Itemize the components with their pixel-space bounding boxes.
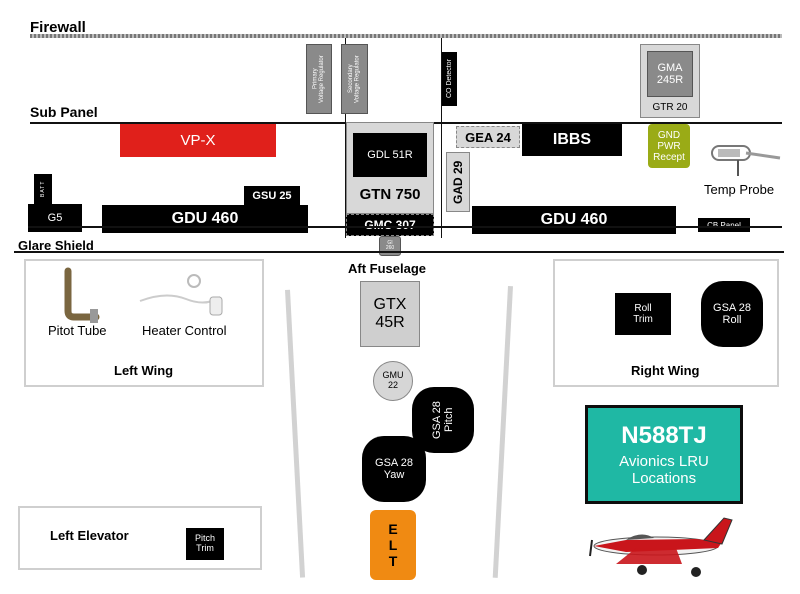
gsa-28-pitch: GSA 28 Pitch: [412, 387, 474, 453]
pitch-trim: Pitch Trim: [186, 528, 224, 560]
right-wing-panel: Roll Trim GSA 28 Roll Right Wing: [553, 259, 779, 387]
left-elevator-panel: Left Elevator Pitch Trim: [18, 506, 262, 570]
pitot-tube-icon: [64, 267, 100, 323]
gsu-25: GSU 25: [244, 186, 300, 206]
co-detector: CO Detector: [442, 52, 457, 106]
gdl-51r: GDL 51R: [353, 133, 427, 177]
gmu-22: GMU 22: [373, 361, 413, 401]
gdu-460-right: GDU 460: [472, 206, 676, 234]
glare-shield-label: Glare Shield: [18, 238, 94, 253]
vp-x-box: VP-X: [120, 124, 276, 157]
airplane-icon: [589, 517, 733, 577]
gtn-750-label: GTN 750: [359, 185, 421, 203]
title-subtitle: Avionics LRU Locations: [619, 453, 709, 487]
gma-245r: GMA 245R: [647, 51, 693, 97]
gi-260: GI 260: [379, 236, 401, 256]
heater-control-label: Heater Control: [142, 323, 227, 338]
glare-shield-lower-line: [14, 251, 784, 253]
gsa-28-yaw: GSA 28 Yaw: [362, 436, 426, 502]
ibbs: IBBS: [522, 124, 622, 156]
gea-24: GEA 24: [456, 126, 520, 148]
glare-shield-line: [28, 226, 782, 228]
divider-line-left: [345, 38, 346, 238]
heater-control-icon: [139, 274, 223, 316]
gmc-307: GMC 307: [346, 214, 434, 236]
left-wing-label: Left Wing: [114, 363, 174, 378]
temp-probe-icon: [711, 145, 781, 176]
gsa-28-roll: GSA 28 Roll: [701, 281, 763, 347]
left-wing-panel: Pitot Tube Heater Control Left Wing: [24, 259, 264, 387]
gtn-750-box: GDL 51R GTN 750: [346, 122, 434, 214]
gtr-20-label: GTR 20: [652, 102, 688, 113]
sub-panel-label: Sub Panel: [30, 104, 98, 120]
vp-x-label: VP-X: [180, 132, 216, 149]
batt: BATT: [34, 174, 52, 204]
right-wing-label: Right Wing: [631, 363, 700, 378]
aft-fuselage-label: Aft Fuselage: [348, 261, 427, 276]
firewall-label: Firewall: [30, 19, 86, 36]
temp-probe-label: Temp Probe: [704, 182, 775, 197]
cb-panel: CB Panel: [698, 218, 750, 232]
title-box: N588TJ Avionics LRU Locations: [585, 405, 743, 504]
left-elevator-label: Left Elevator: [50, 528, 129, 543]
gtx-45r: GTX 45R: [360, 281, 420, 347]
roll-trim: Roll Trim: [615, 293, 671, 335]
gnd-pwr-recept: GND PWR Recept: [648, 124, 690, 168]
firewall-line: [30, 34, 782, 38]
fuselage-line-left: [285, 289, 306, 578]
gdu-460-left: GDU 460: [102, 205, 308, 233]
pitot-tube-label: Pitot Tube: [48, 323, 107, 338]
primary-voltage-regulator: Primary Voltage Regulator: [306, 44, 332, 114]
tail-number: N588TJ: [621, 422, 707, 449]
elt: E L T: [370, 510, 416, 580]
divider-line-right: [441, 38, 442, 238]
gad-29: GAD 29: [446, 152, 470, 212]
gtr-20-box: GMA 245R GTR 20: [640, 44, 700, 118]
fuselage-line-right: [492, 286, 513, 578]
secondary-voltage-regulator: Secondary Voltage Regulator: [341, 44, 368, 114]
